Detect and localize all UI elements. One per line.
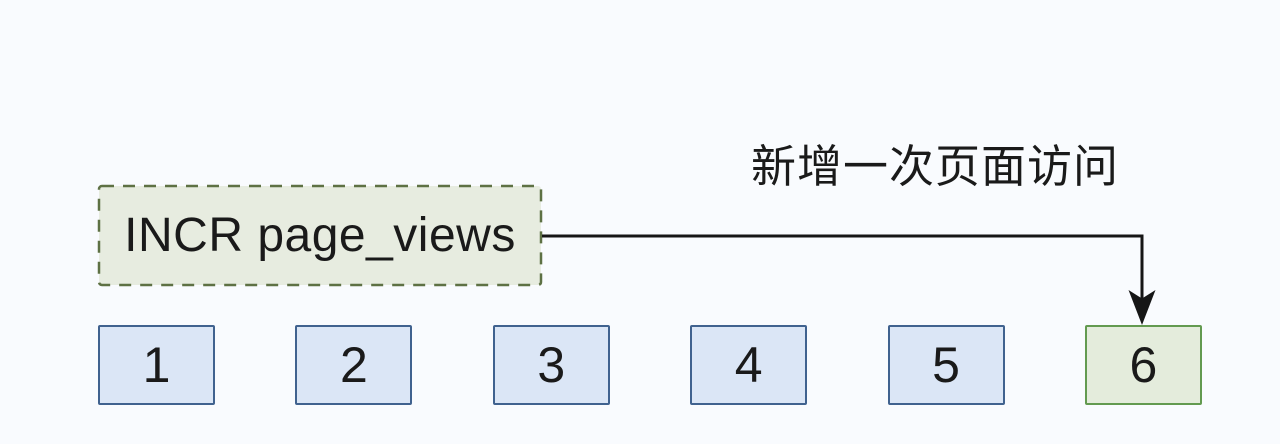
annotation-label: 新增一次页面访问 [750, 141, 1119, 192]
counter-cell-2: 2 [295, 325, 413, 405]
counter-cell-3: 3 [492, 325, 610, 405]
counter-cell-1: 1 [98, 325, 215, 405]
counter-cells-row: 1 2 3 4 5 6 [98, 325, 1202, 405]
command-box-outline [97, 184, 543, 287]
command-label: INCR page_views [124, 209, 516, 262]
counter-cell-5: 5 [887, 325, 1005, 405]
counter-cell-6: 6 [1084, 325, 1202, 405]
arrow-line [542, 234, 1144, 301]
arrowhead-icon [1128, 290, 1156, 325]
counter-cell-4: 4 [690, 325, 808, 405]
